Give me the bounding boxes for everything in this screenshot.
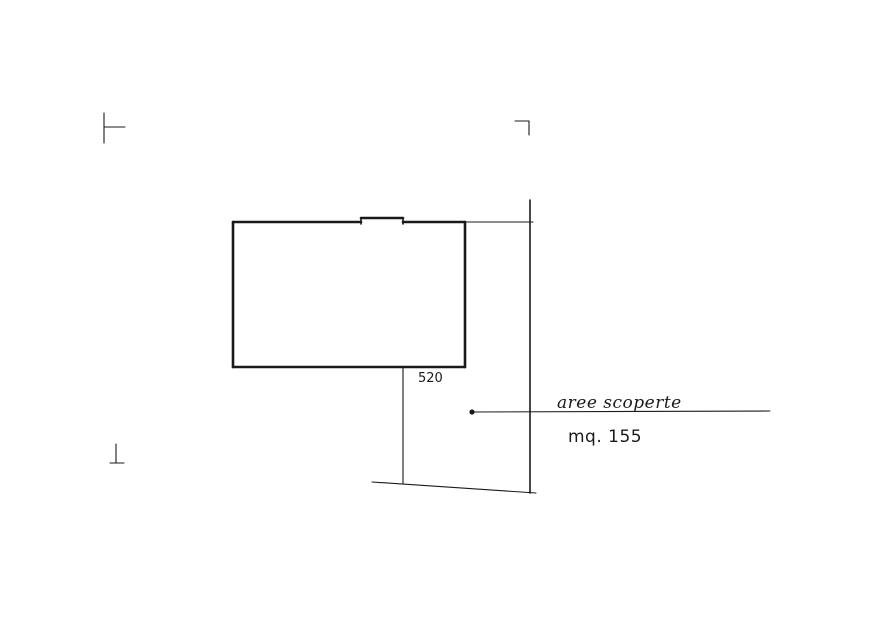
area-measure-label: mq. 155 <box>568 427 642 447</box>
corner-mark-top-left <box>103 112 126 144</box>
corner-mark-top-right <box>514 120 530 136</box>
uncovered-area-boundary <box>371 199 537 494</box>
parcel-number-label: 520 <box>418 371 443 386</box>
area-leader-line <box>469 409 771 415</box>
corner-mark-bottom-left <box>109 443 125 464</box>
area-name-label: aree scoperte <box>557 393 682 413</box>
building-outline <box>231 216 467 369</box>
